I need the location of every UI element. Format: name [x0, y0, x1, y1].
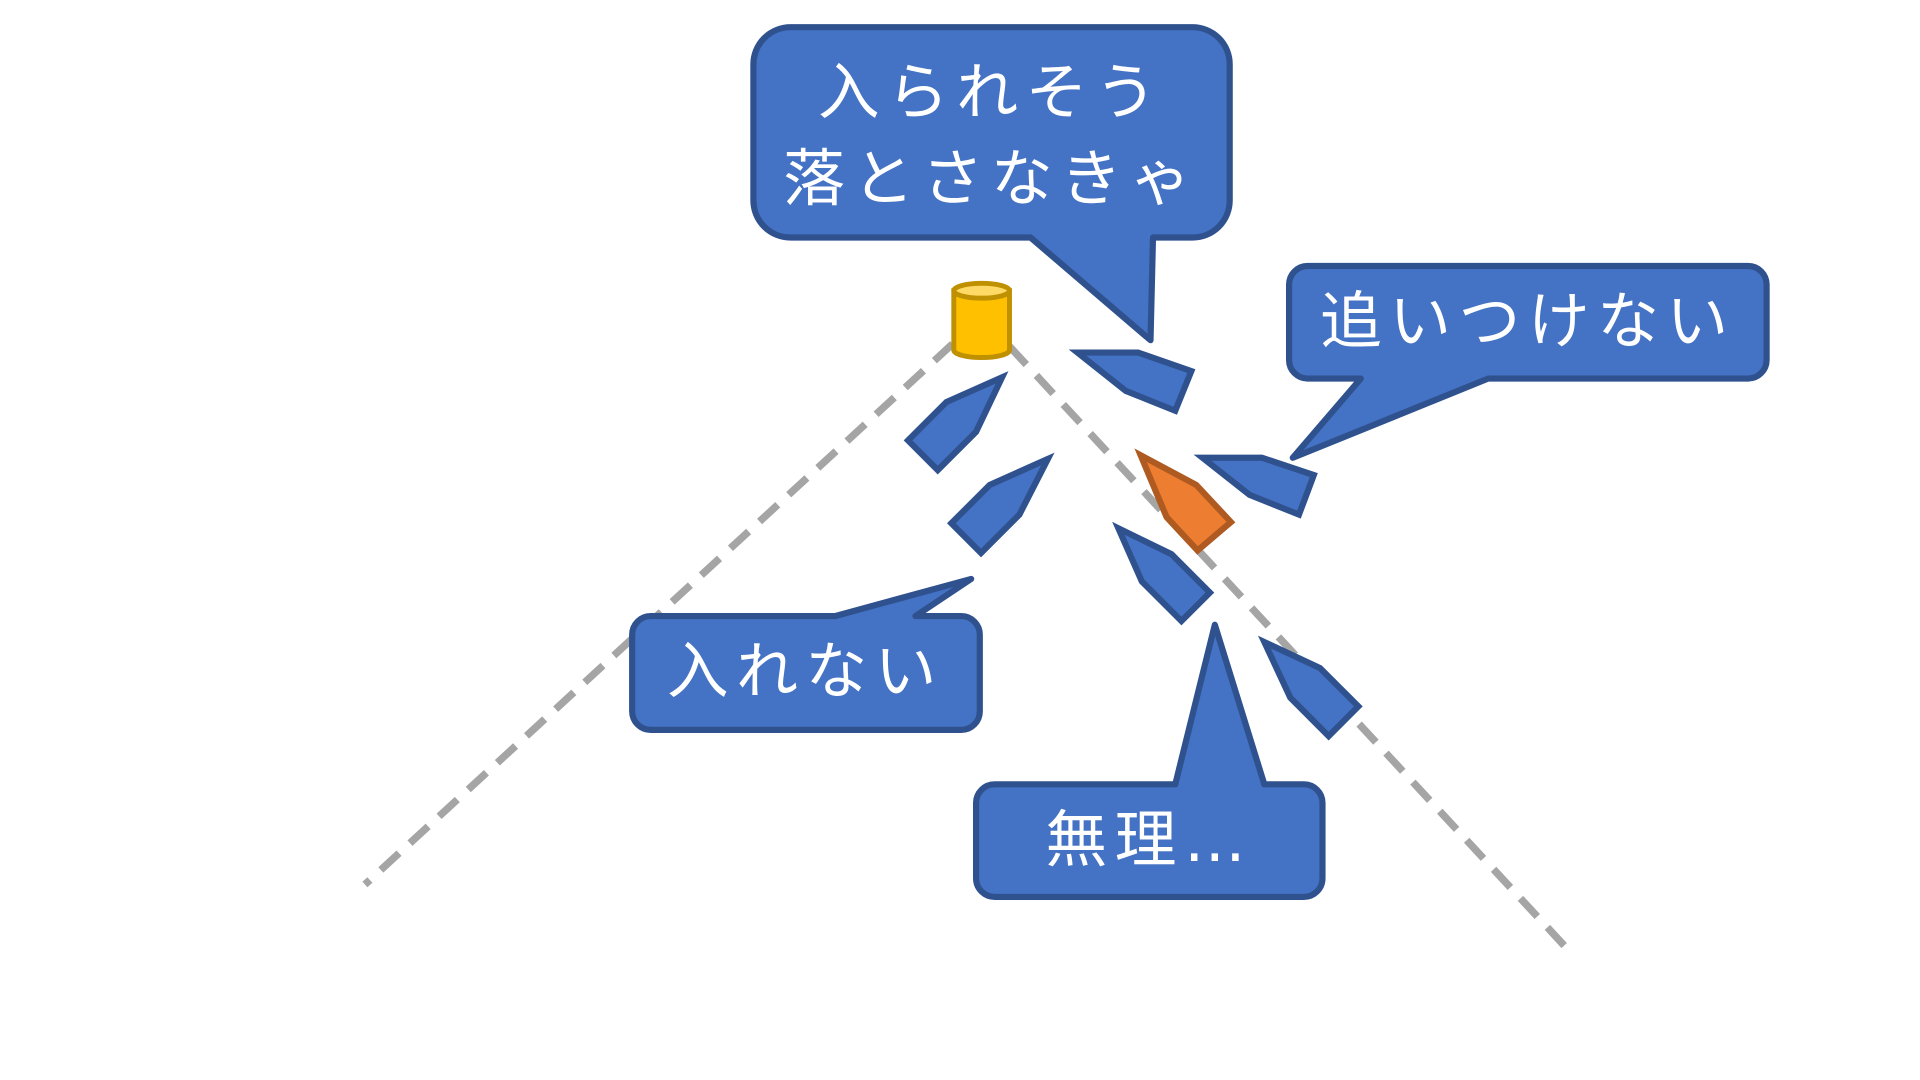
player-piece — [903, 371, 1009, 475]
callout-top: 入られそう 落とさなきゃ — [750, 24, 1233, 344]
callout-bottom-text: 無理… — [1045, 804, 1253, 876]
right-boundary-line — [1006, 343, 1568, 949]
callout-top-line2: 落とさなきゃ — [783, 143, 1199, 215]
highlighted-piece — [1134, 448, 1236, 555]
player-piece — [1257, 635, 1363, 741]
target-cylinder — [951, 280, 1012, 360]
callout-top-line1: 入られそう — [818, 57, 1164, 129]
player-piece — [1068, 349, 1196, 415]
player-piece — [1193, 454, 1318, 519]
callout-left-text: 入れない — [667, 636, 944, 708]
player-piece — [1112, 521, 1215, 626]
callout-right: 追いつけない — [1285, 262, 1770, 461]
player-piece — [946, 452, 1055, 558]
callout-right-text: 追いつけない — [1320, 285, 1736, 357]
callout-bottom: 無理… — [972, 621, 1326, 901]
callout-left: 入れない — [629, 575, 983, 733]
